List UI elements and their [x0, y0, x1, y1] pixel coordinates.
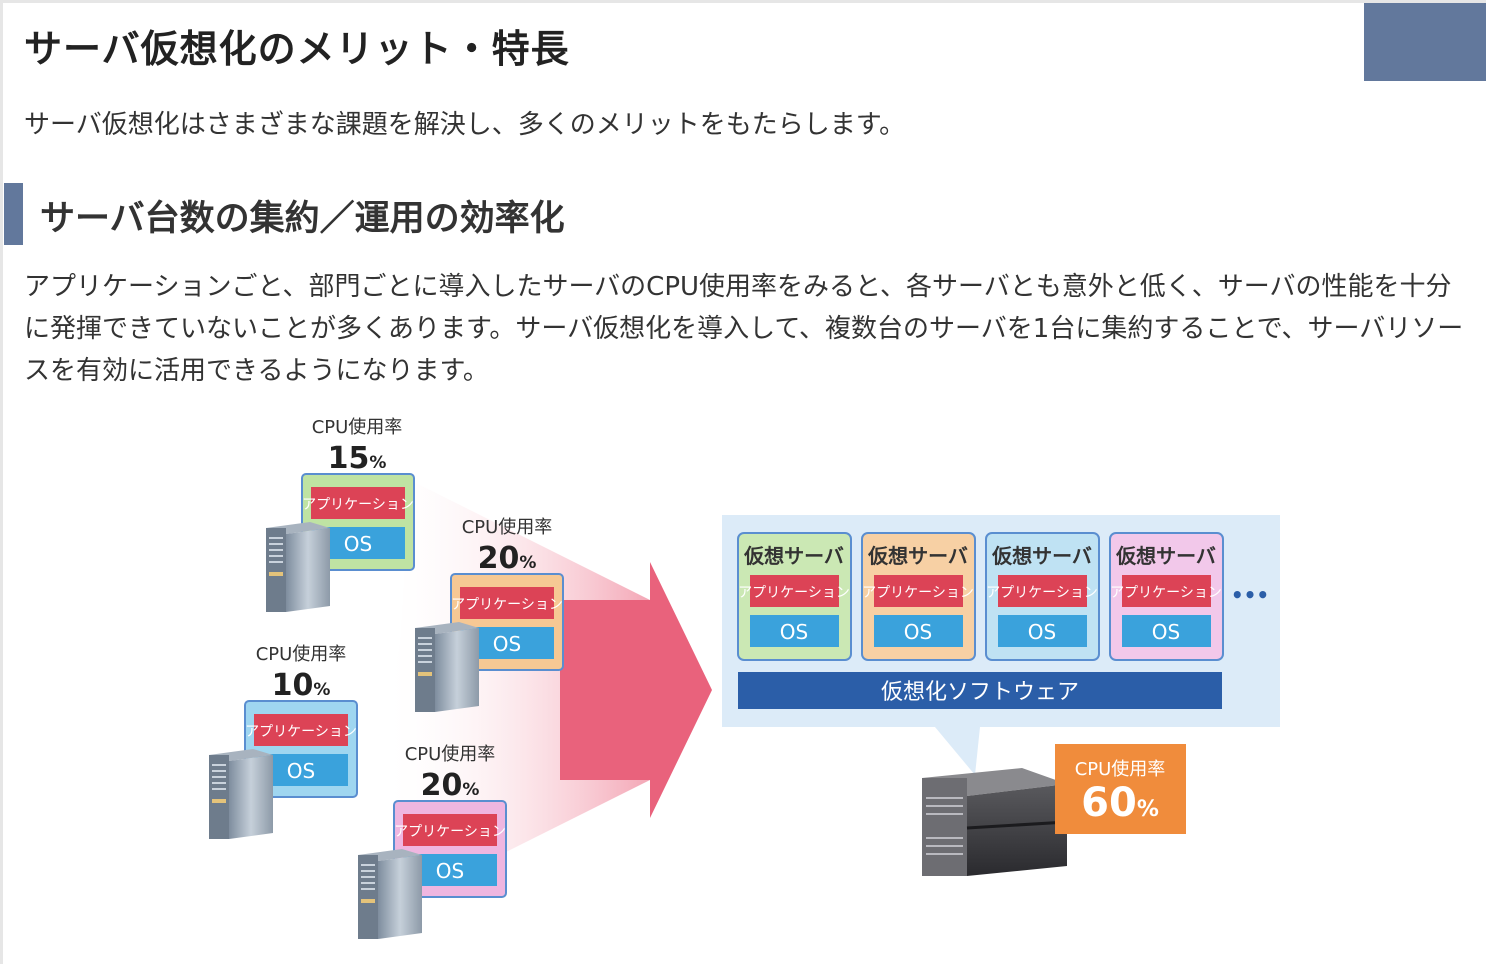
corner-decoration: [1364, 3, 1486, 81]
application-label: アプリケーション: [986, 585, 1098, 601]
application-layer: [750, 575, 839, 607]
cpu-usage-label: CPU使用率: [462, 517, 553, 538]
virtual-server-title: 仮想サーバ: [867, 544, 968, 568]
physical-server: CPU使用率 20% アプリケーション OS: [358, 744, 507, 939]
application-layer: [460, 587, 554, 619]
os-layer: [1122, 615, 1211, 647]
os-layer: [874, 615, 963, 647]
application-label: アプリケーション: [862, 585, 974, 601]
virtualization-software-bar: [738, 672, 1222, 709]
application-layer: [254, 714, 348, 746]
lead-text: サーバ仮想化はさまざまな課題を解決し、多くのメリットをもたらします。: [24, 110, 906, 140]
physical-server: CPU使用率 20% アプリケーション OS: [415, 517, 564, 712]
cpu-usage-label: CPU使用率: [256, 644, 347, 665]
application-label: アプリケーション: [394, 824, 506, 840]
os-label: OS: [287, 759, 315, 783]
application-label: アプリケーション: [302, 497, 414, 513]
application-label: アプリケーション: [1110, 585, 1222, 601]
application-layer: [403, 814, 497, 846]
physical-server: CPU使用率 15% アプリケーション OS: [266, 417, 415, 612]
application-label: アプリケーション: [738, 585, 850, 601]
result-usage-badge: [1055, 744, 1186, 834]
consolidated-server: [922, 768, 1068, 876]
cpu-usage-label: CPU使用率: [312, 417, 403, 438]
virtual-server-title: 仮想サーバ: [991, 544, 1092, 568]
os-label: OS: [493, 632, 521, 656]
application-layer: [311, 487, 405, 519]
page-title: サーバ仮想化のメリット・特長: [24, 27, 570, 71]
os-label: OS: [1152, 620, 1180, 644]
result-cpu-label: CPU使用率: [1075, 759, 1166, 780]
application-layer: [874, 575, 963, 607]
cpu-usage-value: 20%: [421, 768, 480, 803]
cpu-usage-value: 10%: [272, 668, 331, 703]
os-label: OS: [1028, 620, 1056, 644]
section-body: アプリケーションごと、部門ごとに導入したサーバのCPU使用率をみると、各サーバと…: [24, 272, 1464, 386]
big-arrow: [560, 562, 712, 818]
application-label: アプリケーション: [245, 724, 357, 740]
funnel-gradient: [380, 480, 650, 900]
os-label: OS: [436, 859, 464, 883]
physical-server: CPU使用率 10% アプリケーション OS: [209, 644, 358, 839]
application-layer: [1122, 575, 1211, 607]
application-layer: [998, 575, 1087, 607]
cpu-usage-value: 15%: [328, 441, 387, 476]
os-label: OS: [780, 620, 808, 644]
cpu-usage-value: 20%: [478, 541, 537, 576]
cpu-usage-label: CPU使用率: [405, 744, 496, 765]
section-accent-bar: [4, 183, 23, 245]
virtualization-software-label: 仮想化ソフトウェア: [881, 680, 1079, 705]
virtual-server-title: 仮想サーバ: [743, 544, 844, 568]
result-usage-value: 60%: [1081, 780, 1159, 826]
section-title: サーバ台数の集約／運用の効率化: [40, 199, 565, 239]
os-layer: [998, 615, 1087, 647]
virtual-server-title: 仮想サーバ: [1115, 544, 1216, 568]
callout-tail: [935, 727, 980, 775]
os-layer: [750, 615, 839, 647]
application-label: アプリケーション: [451, 597, 563, 613]
os-label: OS: [904, 620, 932, 644]
os-label: OS: [344, 532, 372, 556]
more-ellipsis: •••: [1231, 583, 1269, 607]
